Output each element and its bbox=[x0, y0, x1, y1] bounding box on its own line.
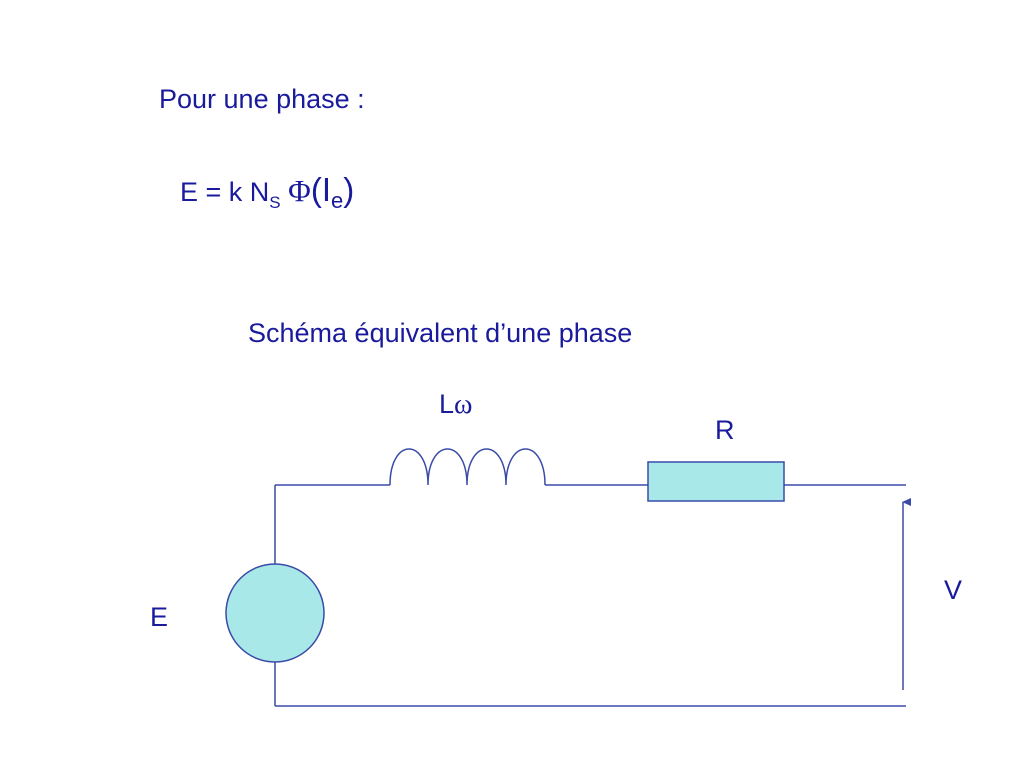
voltage-label: V bbox=[944, 575, 963, 605]
formula-current: I bbox=[321, 171, 331, 208]
inductance-label: Lω bbox=[439, 391, 472, 419]
formula-open-paren: ( bbox=[310, 171, 322, 208]
omega-symbol: ω bbox=[454, 389, 473, 420]
source-label: E bbox=[150, 602, 169, 632]
diagram-heading: Schéma équivalent d’une phase bbox=[248, 318, 633, 348]
formula-subscript-e: e bbox=[330, 188, 344, 213]
formula-phi: Φ bbox=[288, 173, 311, 208]
formula-subscript-s: S bbox=[269, 193, 281, 212]
formula-close-paren: ) bbox=[343, 171, 355, 208]
resistor bbox=[647, 461, 785, 502]
page-title: Pour une phase : bbox=[159, 84, 365, 114]
resistor-label: R bbox=[715, 415, 735, 445]
formula-lhs: E = k N bbox=[180, 177, 270, 207]
inductor-coil bbox=[389, 448, 546, 486]
inductance-letter: L bbox=[439, 389, 455, 419]
emf-formula: E = k NS Φ(Ie) bbox=[180, 171, 355, 212]
voltage-source bbox=[225, 563, 325, 663]
